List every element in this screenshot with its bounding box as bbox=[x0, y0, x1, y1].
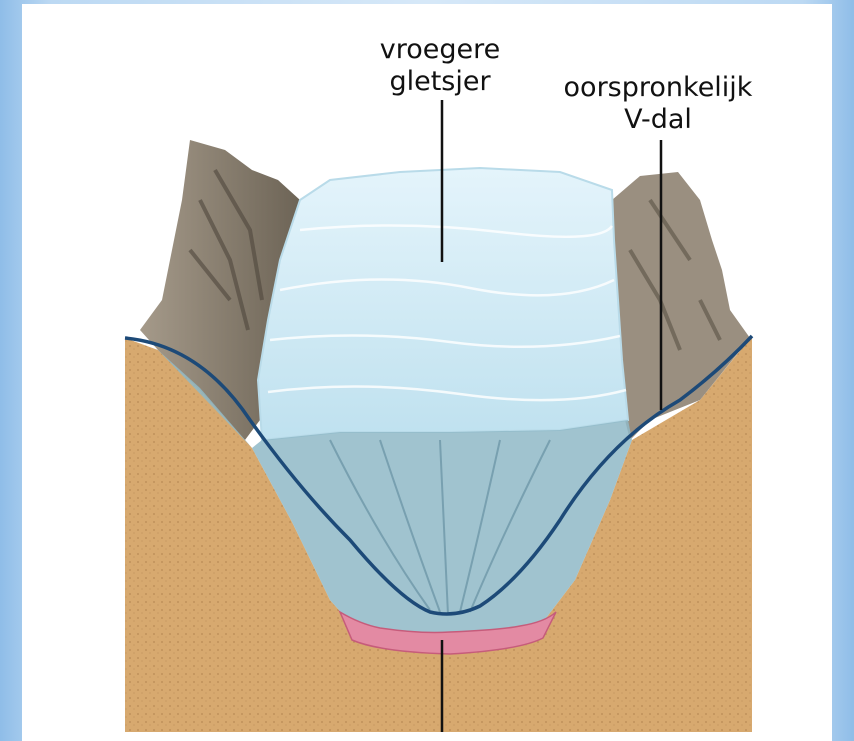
label-original-v-valley: oorspronkelijk V-dal bbox=[548, 72, 768, 136]
label-former-glacier: vroegere gletsjer bbox=[330, 34, 550, 98]
